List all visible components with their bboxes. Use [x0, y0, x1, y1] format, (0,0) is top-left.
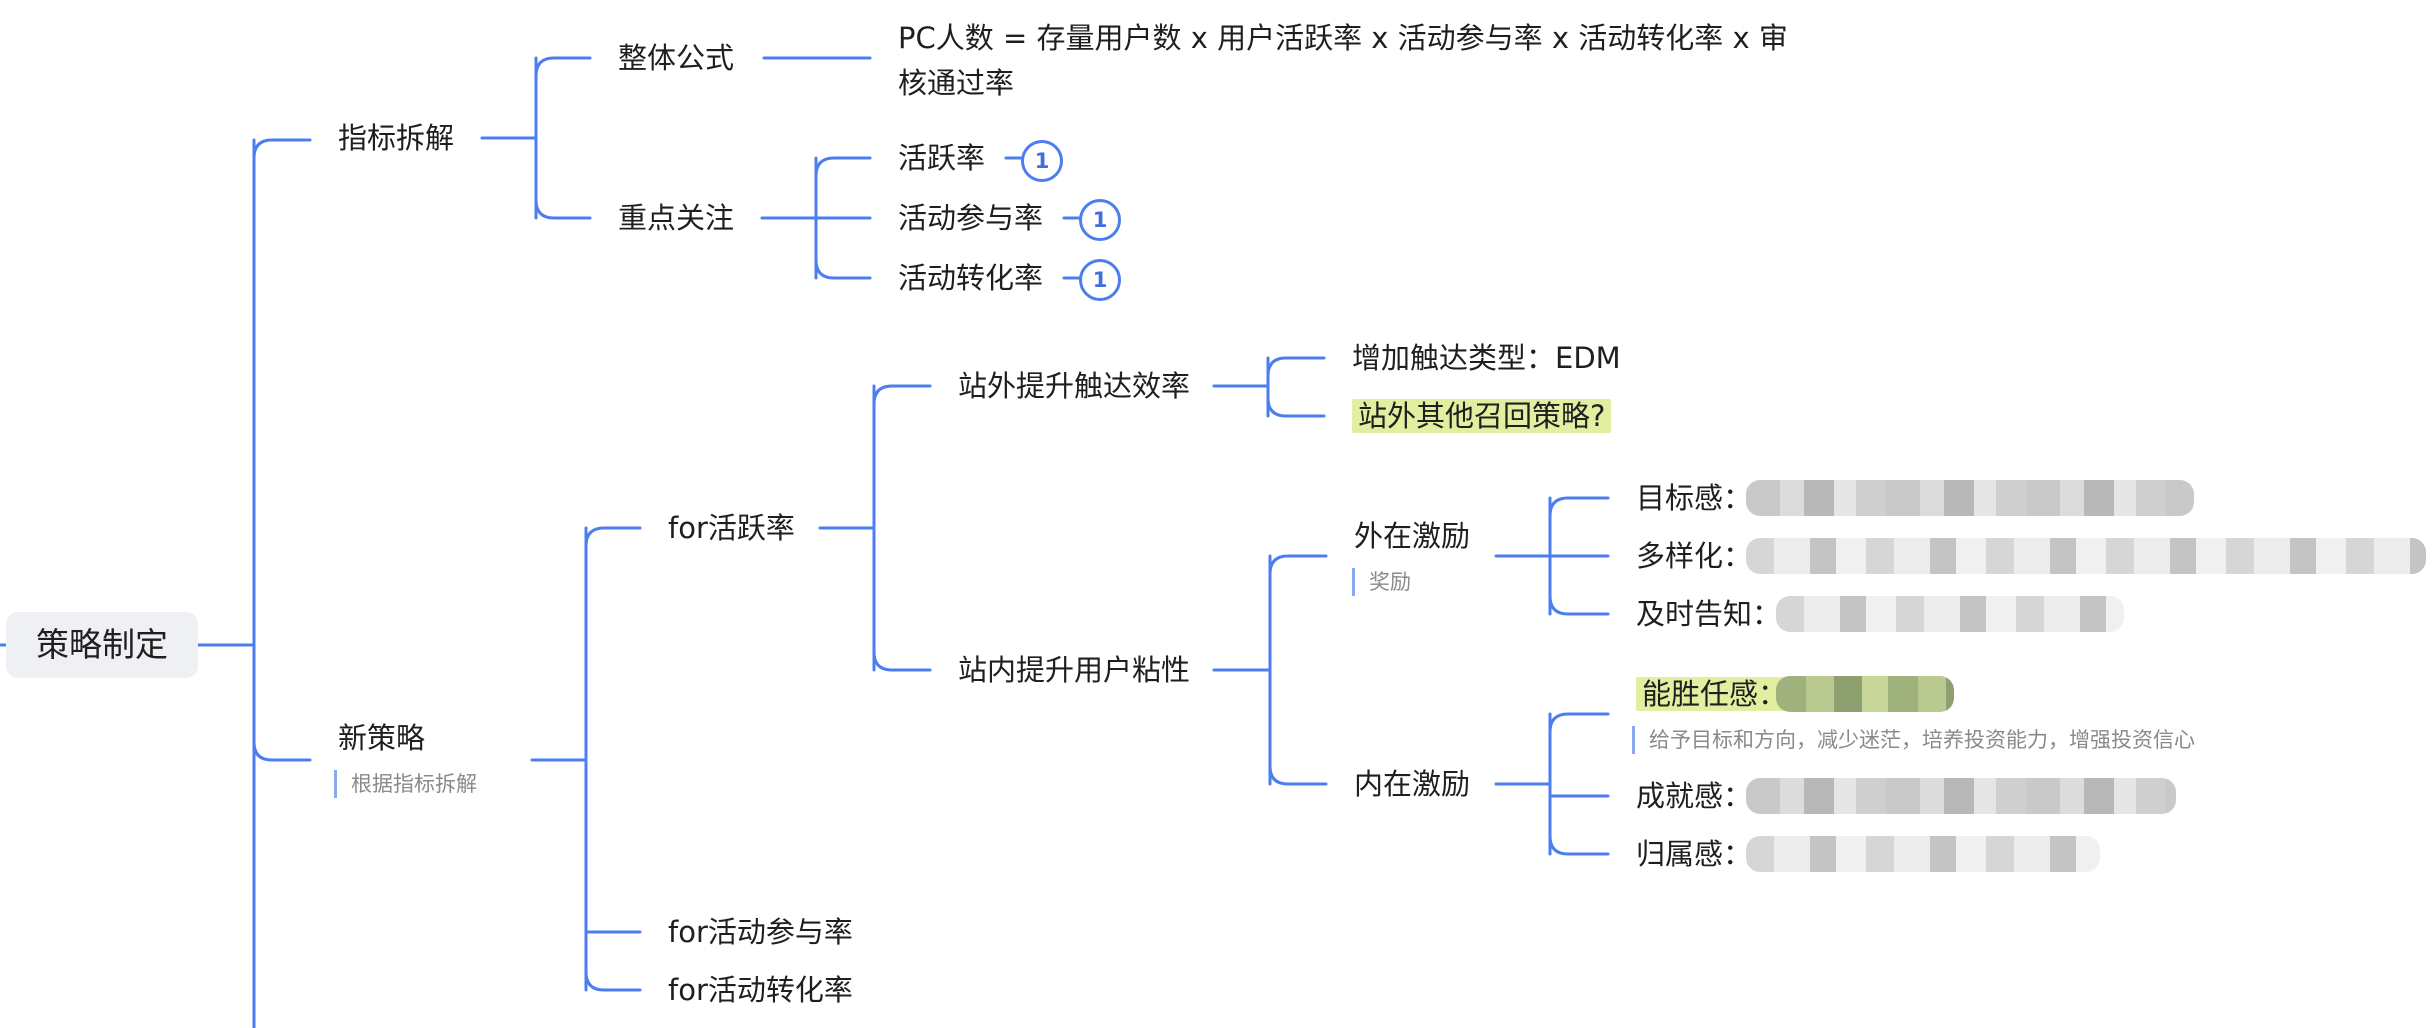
connector-line [534, 136, 592, 220]
node-competence[interactable]: 能胜任感： [1636, 674, 1794, 714]
note-new-strategy: 根据指标拆解 [334, 770, 477, 798]
count-badge[interactable]: 1 [1079, 199, 1121, 241]
node-focus-conversion-rate[interactable]: 活动转化率 [898, 261, 1044, 295]
blurred-text [1776, 596, 2124, 632]
connector-line [1548, 496, 1610, 558]
node-diversity[interactable]: 多样化： [1636, 539, 1753, 573]
node-key-focus[interactable]: 重点关注 [618, 201, 735, 235]
formula-text: PC人数 = 存量用户数 x 用户活跃率 x 活动参与率 x 活动转化率 x 审… [898, 21, 1788, 100]
note-reward: 奖励 [1352, 568, 1411, 596]
node-offsite-recall-question[interactable]: 站外其他召回策略? [1352, 396, 1612, 436]
connector-line [872, 526, 932, 672]
node-new-strategy[interactable]: 新策略 [338, 721, 426, 755]
highlighted-text: 能胜任感： [1636, 677, 1794, 711]
note-competence: 给予目标和方向，减少迷茫，培养投资能力，增强投资信心 [1632, 726, 2195, 754]
connector-line [252, 643, 312, 762]
node-achievement[interactable]: 成就感： [1636, 779, 1753, 813]
node-for-conversion-rate[interactable]: for活动转化率 [668, 973, 853, 1007]
node-focus-active-rate[interactable]: 活跃率 [898, 141, 986, 175]
blurred-text [1746, 480, 2194, 516]
connector-line [872, 384, 932, 530]
node-overall-formula[interactable]: 整体公式 [618, 41, 735, 75]
connector-line [1548, 554, 1610, 616]
connector-line [1266, 384, 1326, 418]
connector-line [1268, 554, 1328, 672]
connector-line [814, 156, 872, 220]
connector-line [252, 138, 312, 647]
node-timely-notify[interactable]: 及时告知： [1636, 597, 1782, 631]
connector-line [1268, 668, 1328, 786]
node-internal-incentive[interactable]: 内在激励 [1354, 767, 1471, 801]
connector-line [1548, 712, 1610, 786]
node-metric-decompose[interactable]: 指标拆解 [338, 121, 455, 155]
highlighted-text: 站外其他召回策略? [1352, 399, 1612, 433]
count-badge[interactable]: 1 [1079, 259, 1121, 301]
node-for-active-rate[interactable]: for活跃率 [668, 511, 795, 545]
node-focus-participation-rate[interactable]: 活动参与率 [898, 201, 1044, 235]
connector-line [814, 216, 872, 280]
blurred-text [1746, 778, 2176, 814]
node-add-edm[interactable]: 增加触达类型：EDM [1352, 341, 1621, 375]
blurred-text [1776, 676, 1954, 712]
connector-line [584, 526, 642, 762]
node-external-incentive[interactable]: 外在激励 [1354, 519, 1471, 553]
connector-line [534, 56, 592, 140]
node-goal-sense[interactable]: 目标感： [1636, 481, 1753, 515]
blurred-text [1746, 538, 2426, 574]
node-for-participation-rate[interactable]: for活动参与率 [668, 915, 853, 949]
connector-line [584, 758, 642, 992]
blurred-text [1746, 836, 2100, 872]
connector-line [1266, 356, 1326, 388]
count-badge[interactable]: 1 [1021, 140, 1063, 182]
node-onsite-stickiness[interactable]: 站内提升用户粘性 [958, 653, 1191, 687]
node-belonging[interactable]: 归属感： [1636, 837, 1753, 871]
root-node-strategy[interactable]: 策略制定 [6, 612, 198, 678]
node-offsite-reach[interactable]: 站外提升触达效率 [958, 369, 1191, 403]
